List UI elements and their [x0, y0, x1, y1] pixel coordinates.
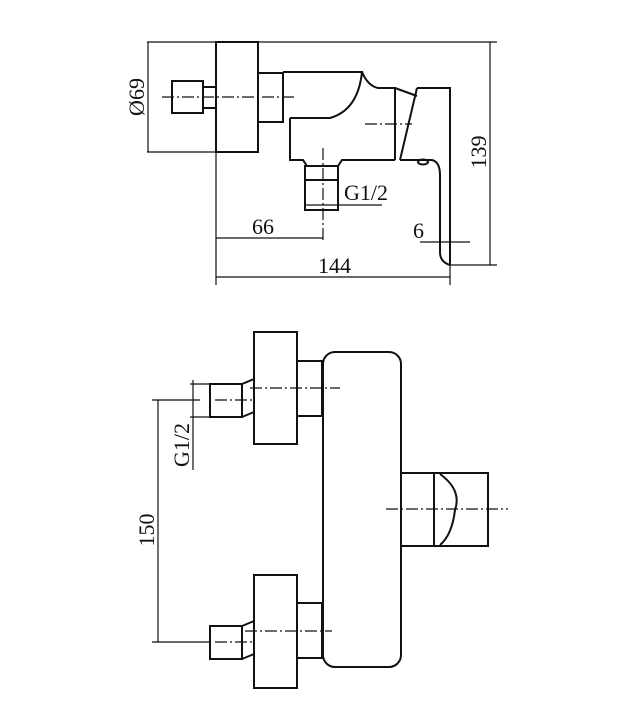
front-view: 150 G1/2: [134, 331, 508, 689]
spout: [400, 159, 451, 266]
dim-66-label: 66: [252, 214, 274, 239]
lever-handle: [361, 71, 451, 265]
handle-curve: [439, 473, 458, 546]
dim-150-label: 150: [134, 514, 159, 547]
outlet-connector: [304, 165, 339, 211]
spout-aerator: [417, 158, 429, 166]
bottom-inlet-taper: [241, 620, 255, 660]
dim-6-label: 6: [413, 218, 424, 243]
side-view: Ø69 G1/2 66 144 139 6: [124, 41, 497, 285]
dim-diameter-label: Ø69: [124, 78, 149, 116]
dim-outlet-thread-label: G1/2: [344, 180, 388, 205]
dim-144-label: 144: [318, 253, 351, 278]
dim-inlet-thread-label: G1/2: [169, 423, 194, 467]
dim-139-label: 139: [466, 136, 491, 169]
top-inlet-taper: [241, 378, 255, 418]
mixer-body: [283, 71, 395, 167]
